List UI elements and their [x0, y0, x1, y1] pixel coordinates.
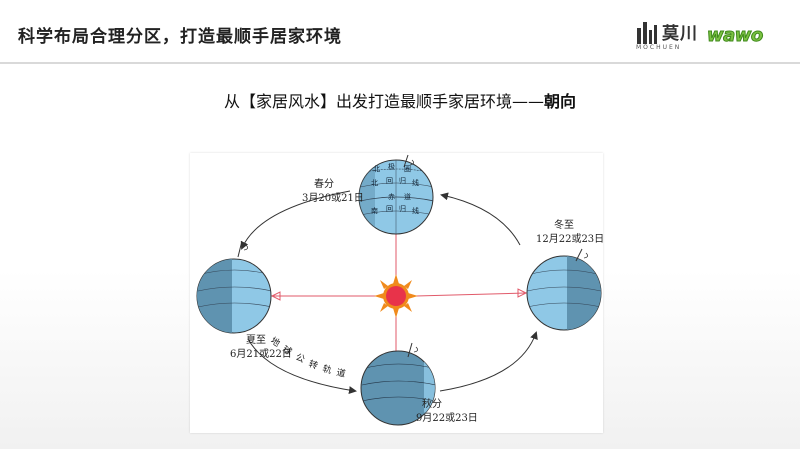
orbit-arc-top-left — [240, 190, 351, 250]
orbit-char: 道 — [335, 366, 346, 380]
orbit-char: 轨 — [321, 362, 333, 376]
orbit-char: 地 — [268, 334, 282, 349]
svg-text:回: 回 — [386, 177, 393, 185]
orbit-arc-top-right — [440, 192, 521, 246]
orbit-arc-bottom-right — [439, 331, 538, 392]
header-divider — [0, 62, 800, 64]
spring-date: 3月20或21日 — [302, 192, 364, 204]
autumn-date: 9月22或23日 — [416, 412, 478, 424]
globe-spring: 北 极 圈 北 回 归 线 赤 道 南 回 归 线 — [358, 154, 434, 235]
header-bar — [0, 0, 800, 62]
sun-icon — [374, 274, 418, 318]
svg-text:归: 归 — [399, 204, 406, 213]
earth-orbit-diagram: 北 极 圈 北 回 归 线 赤 道 南 回 归 线 — [190, 153, 604, 433]
winter-date: 12月22或23日 — [536, 233, 603, 245]
summer-date: 6月21或22日 — [230, 348, 292, 360]
subtitle-prefix: 从【家居风水】出发打造最顺手家居环境—— — [223, 92, 544, 111]
autumn-name: 秋分 — [422, 397, 442, 410]
svg-text:南: 南 — [371, 206, 378, 215]
globe-autumn — [360, 342, 436, 426]
svg-text:北: 北 — [373, 165, 380, 173]
winter-name: 冬至 — [554, 218, 574, 231]
svg-text:线: 线 — [412, 206, 419, 215]
orbit-arc-bottom-left — [247, 338, 357, 395]
svg-text:回: 回 — [386, 205, 393, 213]
subtitle-emphasis: 朝向 — [544, 92, 577, 111]
page-title: 科学布局合理分区，打造最顺手居家环境 — [18, 27, 342, 47]
summer-name: 夏至 — [246, 334, 266, 346]
sunray-right-arrow — [517, 288, 528, 298]
svg-text:北: 北 — [371, 179, 378, 187]
svg-text:赤: 赤 — [388, 193, 395, 201]
logo-en-text: MOCHUEN — [636, 44, 682, 51]
subtitle: 从【家居风水】出发打造最顺手家居环境——朝向 — [0, 88, 800, 112]
wawo-logo: wawo — [707, 25, 764, 47]
svg-text:极: 极 — [388, 162, 395, 171]
mochuen-logo: 莫川 MOCHUEN — [636, 18, 714, 52]
svg-text:圈: 圈 — [404, 165, 411, 173]
orbit-svg: 北 极 圈 北 回 归 线 赤 道 南 回 归 线 — [196, 154, 604, 426]
globe-winter — [526, 248, 602, 331]
globe-summer — [196, 240, 272, 334]
svg-text:线: 线 — [412, 178, 419, 187]
building-logo-icon — [637, 22, 657, 44]
orbit-char: 公 — [294, 352, 307, 366]
logo-cn-text: 莫川 — [662, 24, 698, 44]
svg-text:归: 归 — [399, 176, 406, 185]
orbit-char: 转 — [307, 358, 320, 372]
sunray-right — [415, 292, 527, 297]
sunray-left-arrow — [270, 291, 281, 301]
spring-name: 春分 — [314, 178, 334, 190]
svg-text:道: 道 — [404, 192, 411, 201]
